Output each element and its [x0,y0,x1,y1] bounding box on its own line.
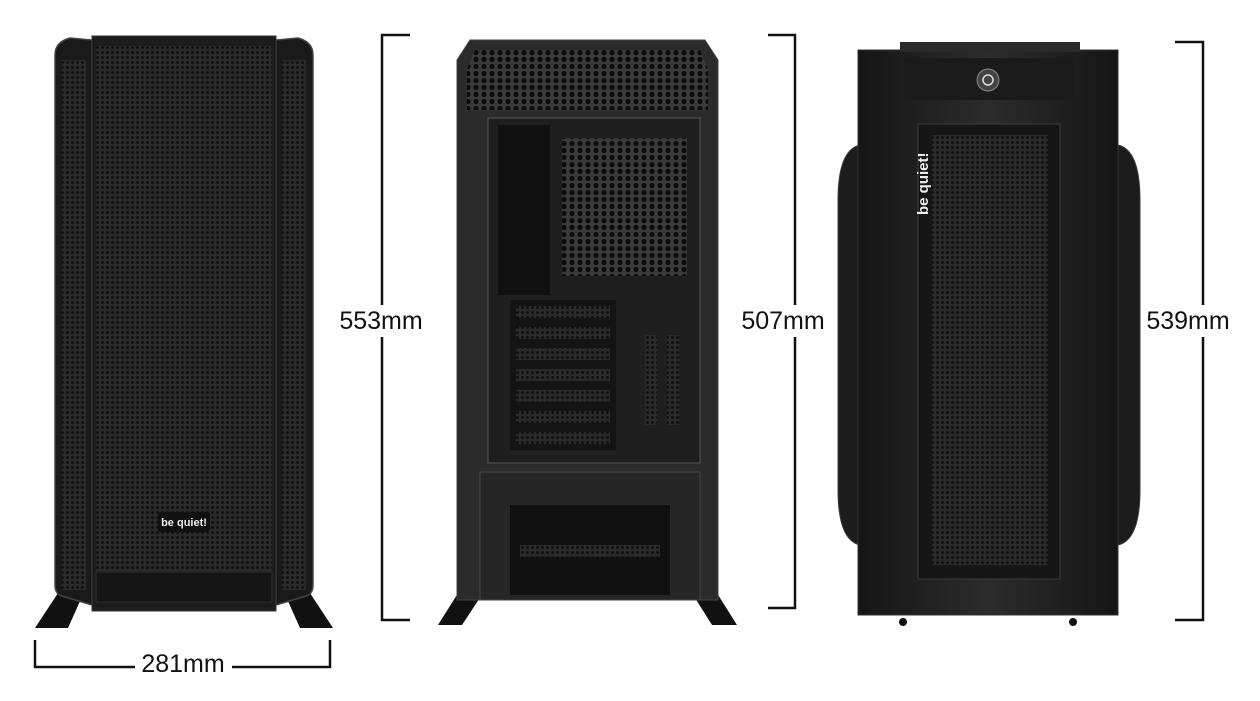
depth-side-label: 539mm [1146,307,1229,335]
front-logo-badge [158,512,210,532]
expansion-slots [510,300,616,450]
side-logo-text: be quiet! [915,153,932,216]
side-view-case: be quiet! [837,42,1141,626]
height-front-label: 553mm [339,307,422,335]
width-label: 281mm [141,650,224,678]
rear-view-case [438,39,737,625]
io-shield [498,125,550,295]
power-button [976,68,1000,92]
front-view-case: be quiet! [35,35,333,628]
rear-fan-grille [562,138,687,276]
height-rear-label: 507mm [741,307,824,335]
front-logo-text: be quiet! [161,517,207,529]
width-bracket [33,640,332,669]
